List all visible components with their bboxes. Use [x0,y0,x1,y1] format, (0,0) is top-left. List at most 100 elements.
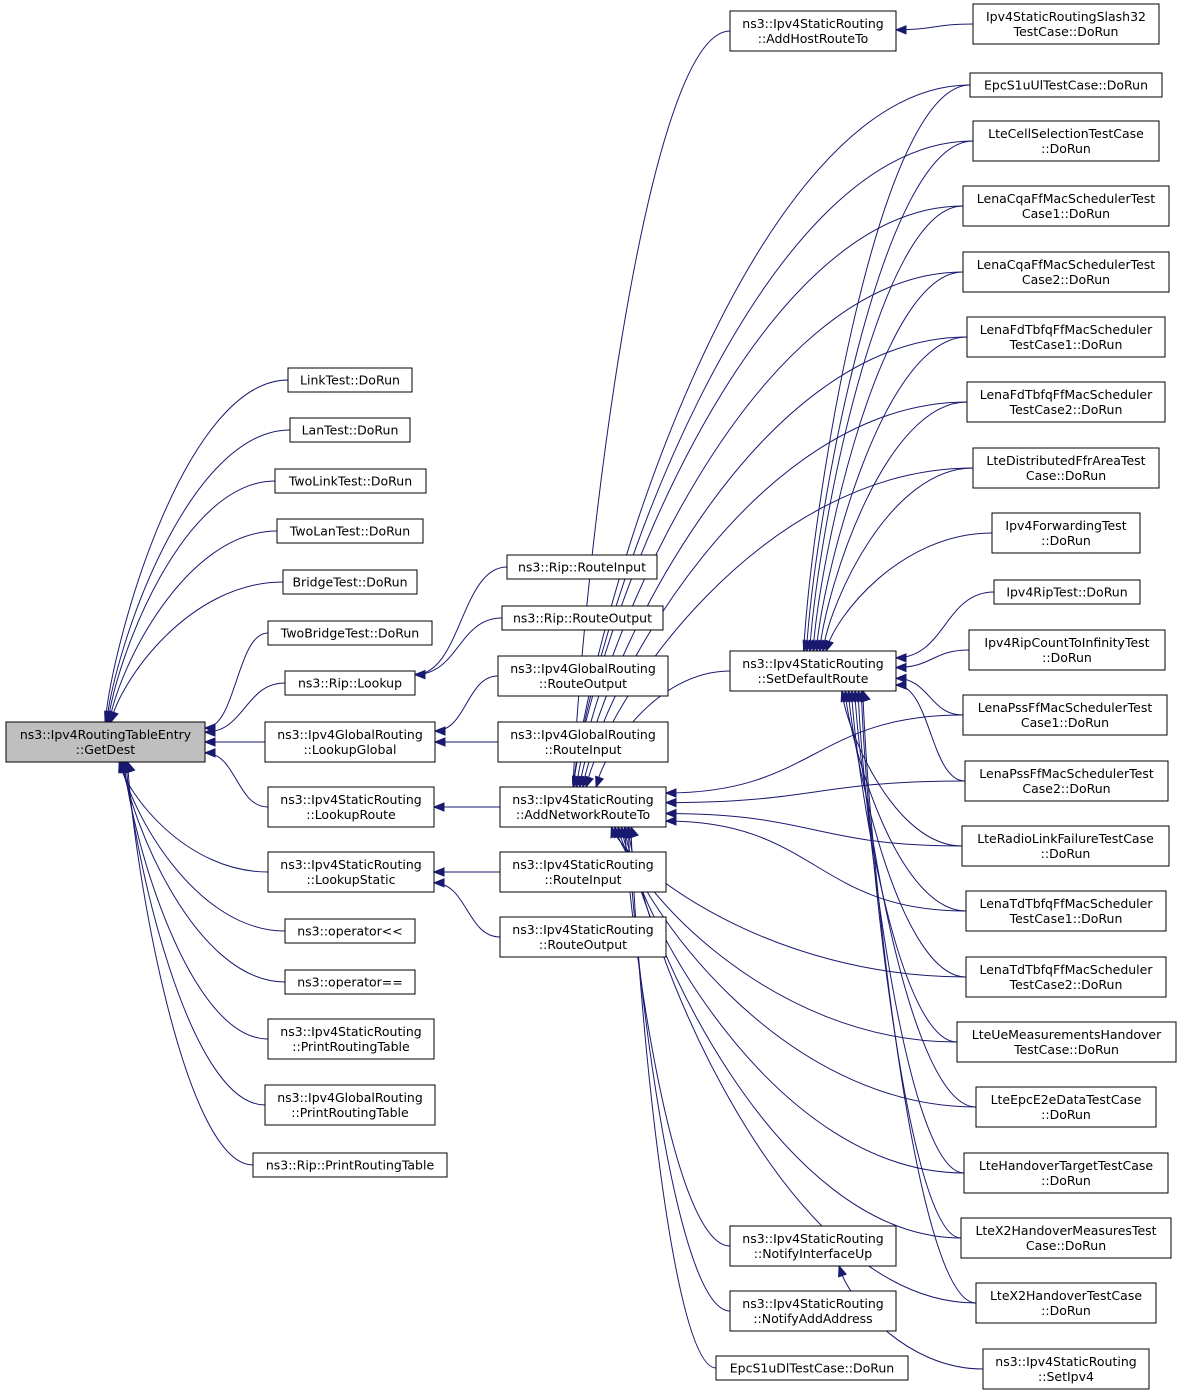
node-label: TwoLinkTest::DoRun [288,474,412,489]
node-ripRouteOutput[interactable]: ns3::Rip::RouteOutput [501,605,664,631]
call-edge [108,530,278,723]
node-label: Ipv4ForwardingTest [1005,518,1126,533]
node-label: ns3::Ipv4StaticRouting [512,857,653,872]
node-epcDl[interactable]: EpcS1uDlTestCase::DoRun [715,1355,909,1381]
node-staticNotifyUp[interactable]: ns3::Ipv4StaticRouting::NotifyInterfaceU… [729,1225,897,1267]
call-edge [204,632,269,729]
node-staticSetDefault[interactable]: ns3::Ipv4StaticRouting::SetDefaultRoute [729,650,897,692]
node-bridgeTest[interactable]: BridgeTest::DoRun [282,569,418,595]
node-epcE2e[interactable]: LteEpcE2eDataTestCase::DoRun [975,1086,1157,1128]
node-opStream[interactable]: ns3::operator<< [284,918,416,944]
node-box [506,554,658,580]
node-cellSel[interactable]: LteCellSelectionTestCase::DoRun [972,120,1160,162]
node-box [5,721,206,763]
node-staticLookupRoute[interactable]: ns3::Ipv4StaticRouting::LookupRoute [267,786,435,828]
node-ripInf[interactable]: Ipv4RipCountToInfinityTest::DoRun [968,629,1166,671]
node-staticAddHost[interactable]: ns3::Ipv4StaticRouting::AddHostRouteTo [729,10,897,52]
node-fwdTest[interactable]: Ipv4ForwardingTest::DoRun [991,512,1141,554]
node-staticPrint[interactable]: ns3::Ipv4StaticRouting::PrintRoutingTabl… [267,1018,435,1060]
node-ripRouteInput[interactable]: ns3::Rip::RouteInput [506,554,658,580]
node-setIpv4[interactable]: ns3::Ipv4StaticRouting::SetIpv4 [982,1348,1150,1390]
node-label: LteCellSelectionTestCase [988,126,1144,141]
node-epcUl[interactable]: EpcS1uUlTestCase::DoRun [969,72,1163,98]
node-label: ns3::operator== [297,975,403,990]
node-twoLinkTest[interactable]: TwoLinkTest::DoRun [274,468,427,494]
node-box [968,629,1166,671]
node-twoLanTest[interactable]: TwoLanTest::DoRun [276,518,424,544]
node-ripLookup[interactable]: ns3::Rip::Lookup [284,670,416,696]
node-lanTest[interactable]: LanTest::DoRun [289,417,411,443]
call-edge [127,761,254,1166]
node-label: LteEpcE2eDataTestCase [991,1092,1142,1107]
node-label: BridgeTest::DoRun [292,575,407,590]
call-edge [414,617,503,676]
node-box [264,721,436,763]
node-label: ns3::Ipv4StaticRouting [742,16,883,31]
node-box [965,956,1167,998]
node-globalRouteOutput[interactable]: ns3::Ipv4GlobalRouting::RouteOutput [497,655,669,697]
node-staticAddNetwork[interactable]: ns3::Ipv4StaticRouting::AddNetworkRouteT… [499,786,667,828]
arrowhead-icon [894,653,907,663]
node-twoBridgeTest[interactable]: TwoBridgeTest::DoRun [267,620,433,646]
node-label: ns3::Ipv4GlobalRouting [510,727,656,742]
node-box [991,512,1141,554]
node-label: LenaTdTbfqFfMacScheduler [980,896,1154,911]
node-label: ::RouteInput [544,872,621,887]
call-edge [812,271,964,652]
node-label: TestCase::DoRun [1013,24,1119,39]
call-edge [414,566,508,676]
node-root[interactable]: ns3::Ipv4RoutingTableEntry::GetDest [5,721,206,763]
node-label: LenaFdTbfqFfMacScheduler [980,322,1153,337]
node-box [501,605,664,631]
node-staticRouteInput[interactable]: ns3::Ipv4StaticRouting::RouteInput [499,851,667,893]
node-box [975,1086,1157,1128]
node-box [969,72,1163,98]
arrowhead-icon [432,867,445,877]
node-x2Ho[interactable]: LteX2HandoverTestCase::DoRun [975,1282,1157,1324]
node-label: Case::DoRun [1026,468,1106,483]
node-staticNotifyAddr[interactable]: ns3::Ipv4StaticRouting::NotifyAddAddress [729,1290,897,1332]
node-linkTest[interactable]: LinkTest::DoRun [287,367,413,393]
arrowhead-icon [203,748,216,758]
node-label: Case2::DoRun [1022,272,1110,287]
node-label: Ipv4RipCountToInfinityTest [984,635,1149,650]
node-ripPrint[interactable]: ns3::Rip::PrintRoutingTable [252,1152,448,1178]
node-label: TestCase2::DoRun [1009,977,1123,992]
call-edge [434,675,499,732]
node-staticLookupStatic[interactable]: ns3::Ipv4StaticRouting::LookupStatic [267,851,435,893]
arrowhead-icon [203,727,216,737]
node-box [267,786,435,828]
node-rlf[interactable]: LteRadioLinkFailureTestCase::DoRun [961,825,1170,867]
node-staticRouteOutput[interactable]: ns3::Ipv4StaticRouting::RouteOutput [499,916,667,958]
node-box [289,417,411,443]
node-globalPrint[interactable]: ns3::Ipv4GlobalRouting::PrintRoutingTabl… [264,1084,436,1126]
node-globalLookupGlobal[interactable]: ns3::Ipv4GlobalRouting::LookupGlobal [264,721,436,763]
call-edge [204,752,269,808]
call-edge [630,826,717,1369]
node-label: ns3::Ipv4StaticRouting [280,1024,421,1039]
node-box [965,890,1167,932]
node-hoTarget[interactable]: LteHandoverTargetTestCase::DoRun [963,1152,1169,1194]
node-label: TestCase1::DoRun [1009,911,1123,926]
node-ripTest[interactable]: Ipv4RipTest::DoRun [993,579,1141,605]
call-edge [110,581,284,723]
node-layer: ns3::Ipv4RoutingTableEntry::GetDest LinkT… [5,3,1177,1390]
call-edge [204,682,286,733]
node-globalRouteInput[interactable]: ns3::Ipv4GlobalRouting::RouteInput [497,721,669,763]
arrowhead-icon [626,825,636,839]
node-box [499,786,667,828]
node-opEq[interactable]: ns3::operator== [284,969,416,995]
arrowhead-icon [894,680,907,690]
